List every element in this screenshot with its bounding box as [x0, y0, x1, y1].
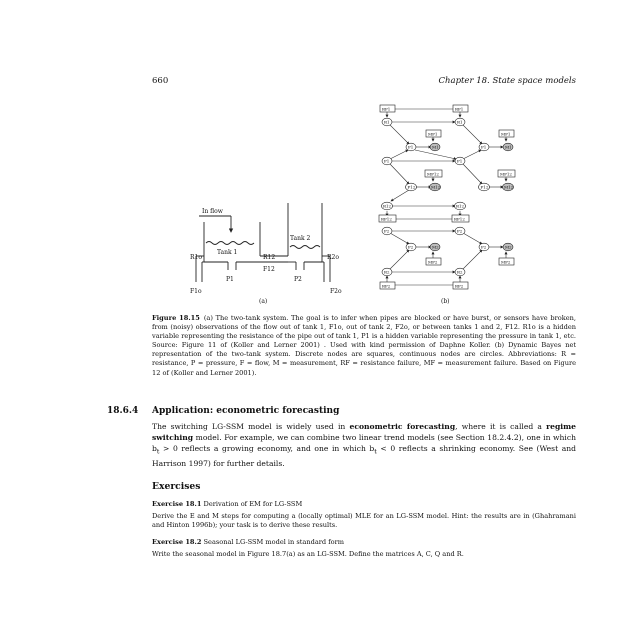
node-rf2-next: RF2 [455, 284, 464, 289]
term-regime-switching: regime switching [152, 422, 577, 443]
panel-b-dbn-edges [385, 107, 508, 287]
node-mf1-next: MF1 [501, 132, 510, 137]
node-r1-next: R1 [457, 120, 463, 125]
node-r2-next: R2 [457, 270, 463, 275]
para-text-3: model. For example, we can combine two l… [152, 433, 576, 454]
subscript-t-2: t [374, 448, 377, 456]
p2-label: P2 [294, 276, 302, 283]
node-f2-next: F2 [481, 245, 487, 250]
panel-b-dbn-nodes: RF1 RF1 R1 R1 MF1 MF1 F1 M1 F1 M1 P1 P1 … [378, 104, 516, 290]
f2o-label: F2o [330, 288, 342, 295]
node-m1: M1 [432, 145, 439, 150]
r1o-label: R1o [190, 254, 202, 261]
exercise-2-title: Seasonal LG-SSM model in standard form [203, 538, 345, 546]
node-f1: F1 [408, 145, 413, 150]
section-number: 18.6.4 [107, 406, 139, 416]
r2o-label: R2o [327, 254, 339, 261]
node-p2-next: P2 [457, 229, 463, 234]
node-rf12-next: RF12 [454, 217, 465, 222]
node-r2: R2 [384, 270, 390, 275]
running-header: Chapter 18. State space models [438, 76, 576, 86]
node-m2: M2 [432, 245, 439, 250]
exercise-1-title: Derivation of EM for LG-SSM [203, 500, 303, 508]
subscript-t-1: t [156, 448, 160, 456]
inflow-label: In flow [202, 208, 224, 215]
node-r12: R12 [383, 204, 392, 209]
node-p2: P2 [384, 229, 390, 234]
panel-b-label: (b) [441, 298, 450, 305]
node-p1-next: P1 [457, 159, 462, 164]
panel-a-label: (a) [259, 298, 267, 305]
node-mf1: MF1 [428, 132, 437, 137]
exercise-18-2: Exercise 18.2 Seasonal LG-SSM model in s… [152, 538, 576, 559]
figure-caption: Figure 18.15(a) The two-tank system. The… [152, 314, 576, 378]
page-number: 660 [152, 76, 169, 86]
term-econometric-forecasting: econometric forecasting [349, 422, 456, 431]
caption-text: (a) The two-tank system. The goal is to … [152, 314, 576, 377]
node-f1-next: F1 [481, 145, 486, 150]
node-mf12: MF12 [427, 172, 439, 177]
node-rf1-next: RF1 [455, 107, 463, 112]
exercise-2-label: Exercise 18.2 [152, 538, 202, 546]
tank1-label: Tank 1 [217, 249, 237, 256]
node-m12: M12 [431, 185, 441, 190]
node-mf2: MF2 [428, 260, 438, 265]
panel-a-two-tank [195, 203, 331, 282]
exercise-1-label: Exercise 18.1 [152, 500, 202, 508]
node-r12-next: R12 [456, 204, 465, 209]
node-r1: R1 [384, 120, 390, 125]
tank2-label: Tank 2 [290, 235, 311, 242]
section-title: Application: econometric forecasting [152, 406, 340, 416]
caption-label: Figure 18.15 [152, 314, 200, 322]
para-text-2: , where it is called a [455, 422, 547, 431]
exercise-18-1: Exercise 18.1 Derivation of EM for LG-SS… [152, 500, 576, 531]
f12-label: F12 [263, 266, 275, 273]
node-m1-next: M1 [505, 145, 512, 150]
r12-label: R12 [263, 254, 275, 261]
exercises-heading: Exercises [152, 481, 201, 492]
para-text-1: The switching LG-SSM model is widely use… [152, 422, 350, 431]
para-text-5: < 0 reflects a shrinking economy. See (W… [152, 444, 576, 469]
node-mf12-next: MF12 [500, 172, 512, 177]
node-m12-next: M12 [504, 185, 514, 190]
node-mf2-next: MF2 [501, 260, 511, 265]
node-f12: F12 [408, 185, 416, 190]
section-paragraph: The switching LG-SSM model is widely use… [152, 421, 576, 469]
p1-label: P1 [226, 276, 234, 283]
node-f12-next: F12 [481, 185, 489, 190]
exercise-2-body: Write the seasonal model in Figure 18.7(… [152, 550, 464, 559]
para-text-4: > 0 reflects a growing economy, and one … [159, 444, 375, 454]
node-rf1: RF1 [382, 107, 390, 112]
f1o-label: F1o [190, 288, 202, 295]
node-rf12: RF12 [381, 217, 392, 222]
node-m2-next: M2 [505, 245, 512, 250]
node-f2: F2 [408, 245, 414, 250]
exercise-1-body: Derive the E and M steps for computing a… [152, 512, 576, 530]
node-rf2: RF2 [382, 284, 391, 289]
node-p1: P1 [384, 159, 389, 164]
figure-18-15: In flow Tank 1 Tank 2 R1o R12 F12 R2o P1… [190, 104, 516, 305]
